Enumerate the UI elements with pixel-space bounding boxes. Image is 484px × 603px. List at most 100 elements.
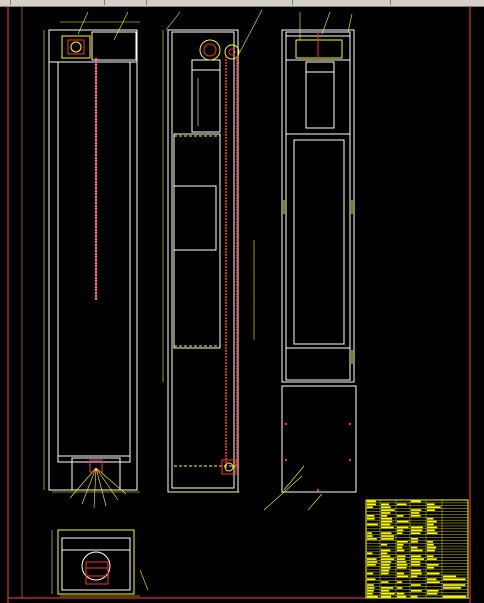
- title-block-cell: [427, 581, 440, 583]
- title-block-cell: [411, 595, 418, 598]
- title-block-cell: [367, 578, 376, 581]
- toolbar-button[interactable]: [282, 0, 293, 5]
- title-block-cell: [427, 532, 438, 534]
- title-block-cell: [397, 558, 406, 560]
- title-block-cell: [397, 564, 408, 566]
- title-block-cell: [397, 566, 407, 569]
- title-block-cell: [397, 592, 405, 595]
- title-block-cell: [381, 581, 389, 583]
- title-block-cell: [427, 509, 435, 511]
- title-block-cell: [427, 526, 438, 529]
- title-block-cell: [411, 515, 421, 517]
- title-block-cell: [381, 512, 391, 514]
- title-block-cell: [381, 509, 395, 511]
- title-block-cell: [427, 592, 438, 595]
- title-block-cell: [427, 549, 435, 552]
- title-block-cell: [427, 503, 435, 506]
- title-block: [365, 499, 469, 599]
- title-block-cell: [397, 520, 409, 523]
- title-block-cell: [381, 569, 390, 572]
- title-block-cell: [381, 595, 392, 598]
- title-block-cell: [381, 589, 390, 592]
- toolbar-button[interactable]: [94, 0, 105, 5]
- title-block-cell: [381, 520, 393, 523]
- title-block-cell: [367, 535, 373, 537]
- front-view: [43, 11, 140, 509]
- title-block-cell: [381, 552, 388, 555]
- title-block-cell: [397, 575, 409, 578]
- title-block-cell: [381, 532, 392, 534]
- title-block-cell: [367, 587, 375, 589]
- title-block-cell: [427, 517, 434, 520]
- title-block-cell: [397, 546, 403, 549]
- title-block-cell: [411, 555, 422, 558]
- title-block-cell: [367, 584, 374, 586]
- title-block-cell: [381, 526, 394, 529]
- title-block-cell: [411, 569, 421, 572]
- title-block-cell: [397, 587, 403, 589]
- title-block-cell: [411, 589, 422, 592]
- title-block-cell: [367, 506, 373, 509]
- title-block-cell: [367, 595, 378, 598]
- title-block-cell: [427, 546, 437, 549]
- title-block-cell: [427, 529, 435, 532]
- title-block-cell: [411, 532, 421, 534]
- title-block-cell: [427, 566, 435, 569]
- title-block-cell: [427, 589, 439, 592]
- title-block-cell: [411, 584, 421, 586]
- title-block-cell: [397, 572, 404, 575]
- title-block-cell: [411, 561, 421, 563]
- title-block-cell: [367, 589, 374, 592]
- title-block-cell: [367, 552, 373, 555]
- title-block-cell: [427, 578, 437, 581]
- title-block-cell: [411, 540, 418, 543]
- title-block-cell: [397, 549, 405, 552]
- title-block-cell: [381, 561, 392, 563]
- title-block-cell: [367, 561, 378, 563]
- title-block-cell: [381, 555, 391, 558]
- title-block-cell: [397, 532, 403, 534]
- title-block-cell: [411, 564, 421, 566]
- title-block-cell: [397, 515, 404, 517]
- detail-view: [51, 529, 149, 597]
- title-block-cell: [411, 572, 422, 575]
- title-block-cell: [411, 529, 423, 532]
- title-block-cell: [367, 500, 376, 503]
- title-block-cell: [397, 540, 408, 543]
- title-block-cell: [427, 564, 439, 566]
- title-block-cell: [381, 566, 391, 569]
- title-block-cell: [381, 535, 395, 537]
- title-block-cell: [411, 575, 418, 578]
- title-block-cell: [367, 564, 376, 566]
- toolbar-button[interactable]: [0, 0, 11, 5]
- title-block-cell: [411, 526, 423, 529]
- title-block-cell: [411, 512, 420, 514]
- toolbar-button[interactable]: [136, 0, 147, 5]
- toolbar-button[interactable]: [380, 0, 391, 5]
- title-block-cell: [381, 538, 394, 540]
- title-block-cell: [427, 506, 441, 509]
- title-block-cell: [397, 555, 406, 558]
- title-block-cell: [367, 538, 377, 540]
- title-block-cell: [427, 540, 434, 543]
- title-block-cell: [427, 572, 440, 575]
- title-block-cell: [367, 517, 375, 520]
- title-block-cell: [427, 558, 437, 560]
- cad-drawing-canvas[interactable]: [0, 6, 484, 603]
- title-block-cell: [381, 587, 394, 589]
- title-block-cell: [367, 572, 374, 575]
- title-block-cell: [397, 543, 404, 546]
- title-block-cell: [397, 503, 407, 506]
- title-block-cell: [397, 561, 407, 563]
- title-block-cell: [381, 503, 389, 506]
- title-block-cell: [443, 584, 466, 586]
- title-block-cell: [411, 509, 422, 511]
- title-block-cell: [397, 581, 403, 583]
- title-block-cell: [381, 572, 389, 575]
- title-block-cell: [443, 575, 457, 578]
- title-block-cell: [381, 543, 388, 546]
- title-block-cell: [411, 500, 421, 503]
- title-block-cell: [397, 529, 404, 532]
- title-block-cell: [411, 538, 419, 540]
- window-toolbar: [0, 0, 484, 7]
